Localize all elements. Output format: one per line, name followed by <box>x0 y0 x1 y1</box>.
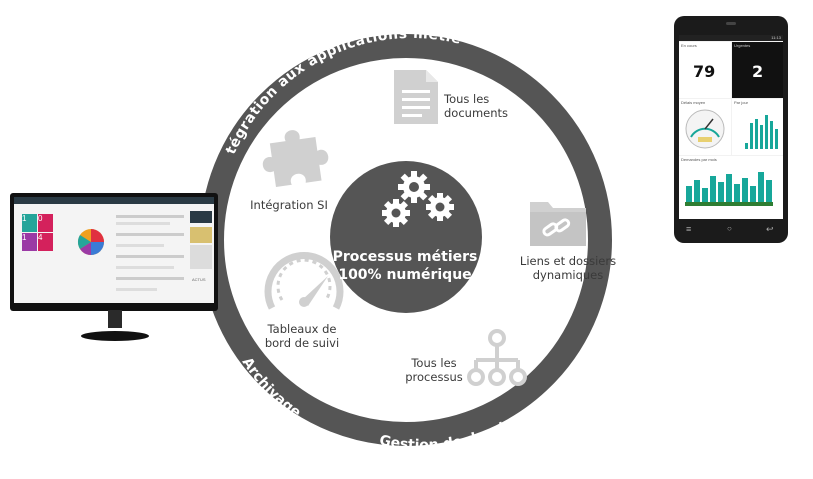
feature-links-folders-line1: Liens et dossiers <box>519 254 617 268</box>
phone-gauge-panel: Délais moyen <box>679 99 731 155</box>
monitor-screen: 1 0 1 4 ACTUS <box>14 197 214 303</box>
phone-months-panel: Demandes par mois <box>679 156 783 219</box>
puzzle-icon <box>262 130 329 187</box>
feature-links-folders-line2: dynamiques <box>532 268 604 282</box>
phone-gauge-label: Délais moyen <box>681 100 706 105</box>
phone-bars-chart <box>745 115 778 149</box>
center-title-line1: Processus métiers <box>332 249 478 265</box>
feature-documents-line2: documents <box>444 106 509 120</box>
phone-tile-in-progress: En cours 79 <box>679 42 731 98</box>
monitor-watermark: ACTUS <box>192 277 206 282</box>
phone-bars-panel: Par jour <box>732 99 783 155</box>
monitor-list-panel <box>116 211 184 299</box>
monitor-tile-1: 1 <box>22 214 37 232</box>
feature-documents: Tous les documents <box>444 92 524 120</box>
phone-home-icon[interactable]: ○ <box>727 224 732 233</box>
phone-bars-label: Par jour <box>734 100 749 105</box>
phone-tile1-value: 79 <box>693 62 716 81</box>
monitor-tile-4: 4 <box>38 233 53 251</box>
phone-months-chart <box>685 172 773 206</box>
gauge-icon <box>264 252 344 310</box>
feature-documents-line1: Tous les <box>444 92 490 106</box>
monitor-side-header <box>190 211 212 223</box>
phone-status-time: 11:13 <box>771 35 781 40</box>
phone-speaker <box>726 22 736 25</box>
phone-screen: 11:13 En cours 79 Urgentes 2 Délais moye… <box>679 35 783 219</box>
feature-processes: Tous les processus <box>396 356 472 384</box>
phone-tile1-label: En cours <box>681 43 697 48</box>
phone-back-icon[interactable]: ↩ <box>766 224 774 234</box>
monitor-stand <box>81 310 149 341</box>
phone-months-label: Demandes par mois <box>681 157 717 162</box>
phone-tile2-label: Urgentes <box>734 43 751 48</box>
smartphone: 11:13 En cours 79 Urgentes 2 Délais moye… <box>674 16 788 243</box>
feature-dashboards-line2: bord de suivi <box>264 336 340 350</box>
desktop-monitor: 1 0 1 4 ACTUS <box>10 193 218 311</box>
feature-dashboards: Tableaux de bord de suivi <box>256 322 348 350</box>
feature-integration-si-line1: Intégration SI <box>250 198 328 212</box>
phone-tile2-value: 2 <box>752 62 764 81</box>
monitor-pie-chart <box>77 229 104 256</box>
ring-label-top: Intégration aux applications métiers <box>0 0 463 157</box>
phone-tile-urgent: Urgentes 2 <box>732 42 783 98</box>
center-title: Processus métiers 100% numérique <box>330 248 480 284</box>
center-title-line2: 100% numérique <box>338 267 472 283</box>
monitor-side-photo <box>190 245 212 269</box>
document-icon <box>394 70 438 124</box>
monitor-tile-2: 0 <box>38 214 53 232</box>
feature-processes-line1: Tous les <box>411 356 457 370</box>
feature-links-folders: Liens et dossiers dynamiques <box>516 254 620 282</box>
monitor-app-bar <box>14 197 214 204</box>
phone-menu-icon[interactable]: ≡ <box>686 224 692 234</box>
gears-icon <box>382 171 454 227</box>
feature-dashboards-line1: Tableaux de <box>267 322 337 336</box>
process-tree-icon <box>467 329 527 386</box>
linked-folder-icon <box>530 202 586 246</box>
monitor-tile-3: 1 <box>22 233 37 251</box>
feature-integration-si: Intégration SI <box>244 198 334 212</box>
phone-gauge-icon <box>685 109 725 149</box>
feature-processes-line2: processus <box>405 370 463 384</box>
monitor-side-image <box>190 227 212 243</box>
phone-status-bar: 11:13 <box>679 35 783 41</box>
